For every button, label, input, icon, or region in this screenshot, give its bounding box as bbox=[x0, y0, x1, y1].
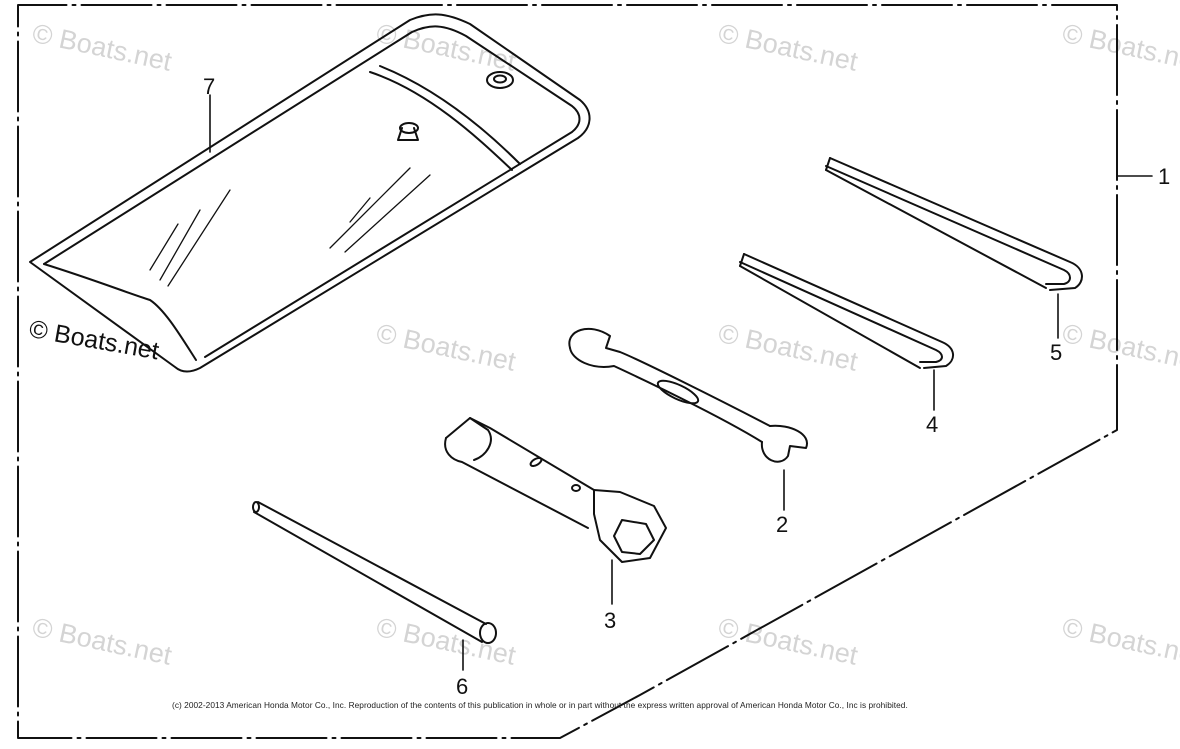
plug-socket-wrench bbox=[444, 417, 667, 605]
hex-key-long bbox=[825, 157, 1083, 339]
callout-6: 6 bbox=[456, 674, 469, 699]
callout-1: 1 bbox=[1158, 164, 1171, 189]
hex-key-short bbox=[739, 253, 954, 411]
callout-4: 4 bbox=[926, 412, 939, 437]
callout-3: 3 bbox=[604, 608, 617, 633]
callout-5: 5 bbox=[1050, 340, 1063, 365]
kit-boundary bbox=[17, 4, 1118, 739]
tool-bag bbox=[29, 13, 591, 373]
tommy-bar bbox=[252, 501, 497, 671]
wrench bbox=[568, 327, 808, 511]
copyright-notice: (c) 2002-2013 American Honda Motor Co., … bbox=[172, 700, 908, 710]
callout-2: 2 bbox=[776, 512, 789, 537]
callout-7: 7 bbox=[203, 74, 216, 99]
